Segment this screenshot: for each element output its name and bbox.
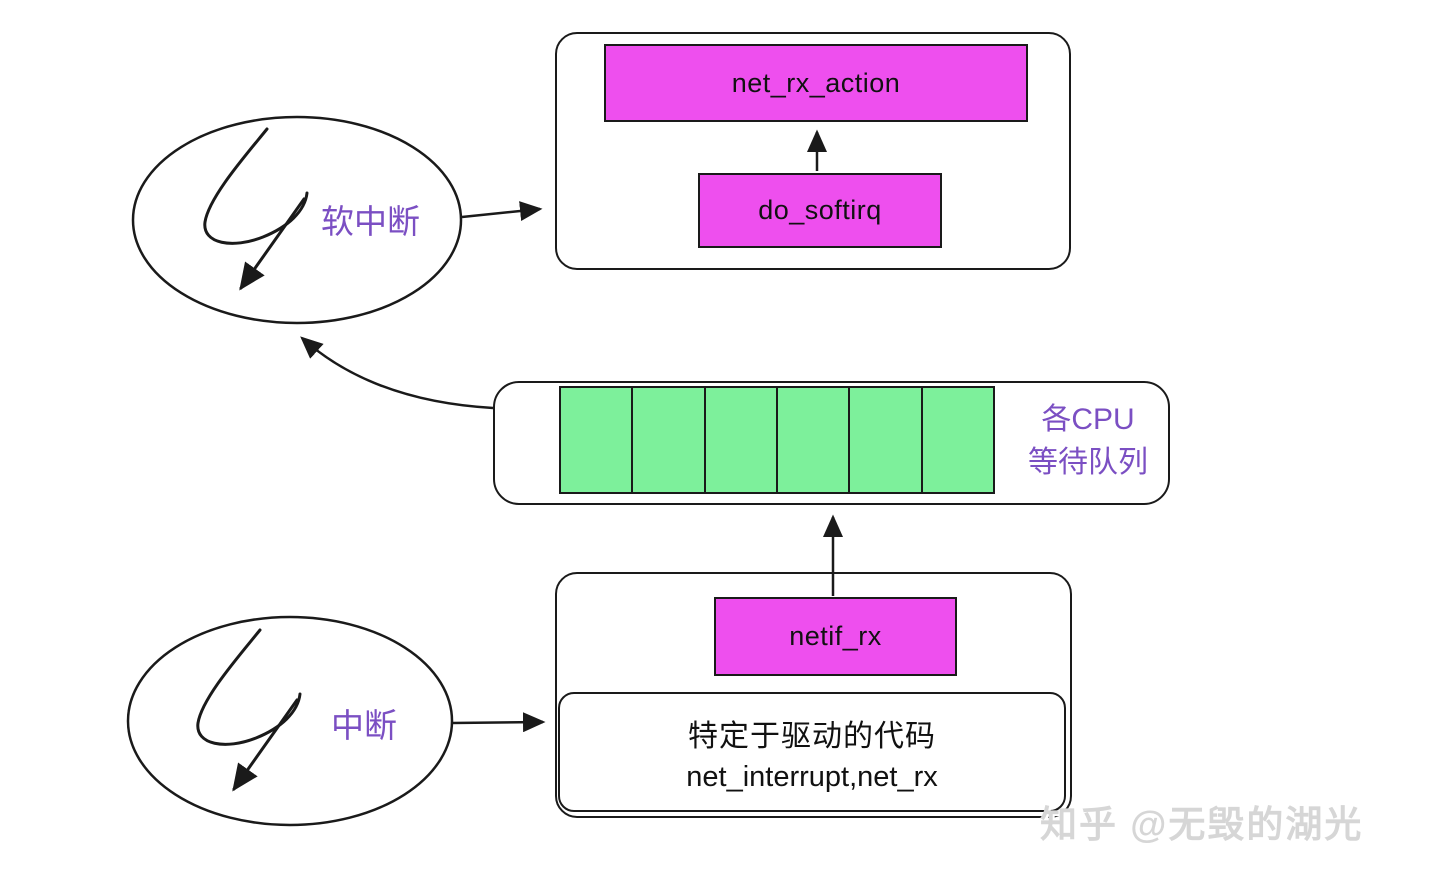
queue-cell bbox=[850, 388, 923, 492]
do-softirq-box: do_softirq bbox=[698, 173, 942, 248]
cpu-queue-container bbox=[493, 381, 1170, 505]
interrupt-ellipse bbox=[126, 615, 454, 827]
cpu-queue-cells bbox=[559, 386, 995, 494]
queue-cell bbox=[922, 388, 993, 492]
queue-cell bbox=[705, 388, 778, 492]
driver-container bbox=[555, 572, 1072, 818]
cpu-queue-label-line2: 等待队列 bbox=[1028, 446, 1148, 479]
arrow-queue-to-softirq bbox=[300, 336, 494, 410]
softirq-ellipse bbox=[131, 115, 463, 325]
interrupt-ellipse-label: 中断 bbox=[331, 707, 397, 744]
zhihu-watermark: 知乎 @无毁的湖光 bbox=[1040, 804, 1364, 845]
softirq-squiggle-icon bbox=[203, 127, 309, 291]
queue-cell bbox=[561, 388, 634, 492]
arrow-softirq-to-softirq-container bbox=[461, 201, 543, 221]
driver-code-line2: net_interrupt,net_rx bbox=[686, 760, 938, 793]
cpu-queue-label: 各CPU 等待队列 bbox=[1012, 398, 1164, 484]
softirq-handler-container bbox=[555, 32, 1071, 270]
interrupt-squiggle-icon bbox=[196, 628, 302, 792]
softirq-ellipse-label: 软中断 bbox=[321, 203, 420, 240]
arrow-interrupt-to-driver-box bbox=[451, 712, 546, 733]
queue-cell bbox=[777, 388, 851, 492]
net-rx-action-box: net_rx_action bbox=[604, 44, 1028, 122]
cpu-queue-label-line1: 各CPU bbox=[1041, 403, 1135, 436]
netif-rx-box: netif_rx bbox=[714, 597, 957, 676]
queue-cell bbox=[633, 388, 706, 492]
driver-code-box: 特定于驱动的代码 net_interrupt,net_rx bbox=[558, 692, 1066, 812]
driver-code-line1: 特定于驱动的代码 bbox=[688, 719, 936, 753]
